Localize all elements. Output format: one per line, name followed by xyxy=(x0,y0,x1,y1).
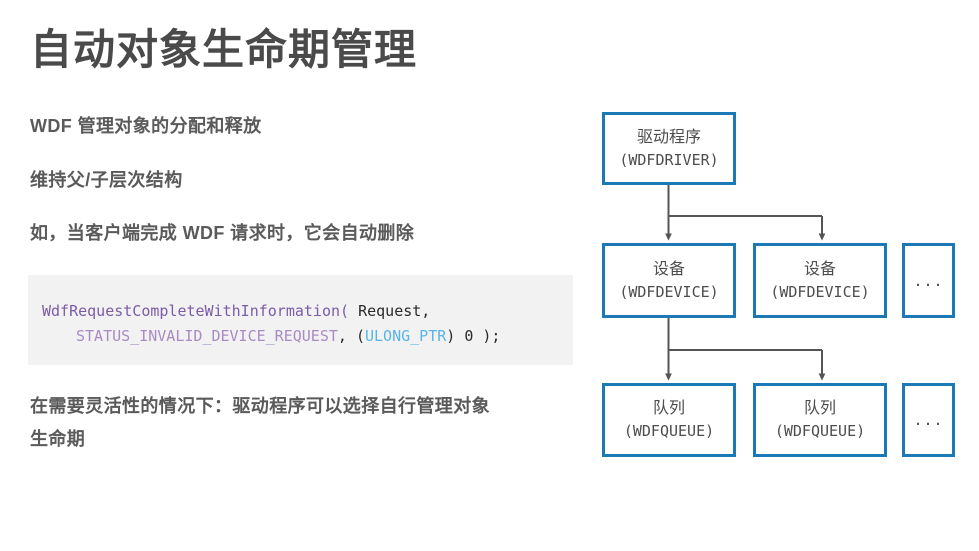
code-token-function: WdfRequestCompleteWithInformation( xyxy=(42,302,350,320)
node-wdfqueue-2[interactable]: 队列 (WDFQUEUE) xyxy=(753,383,887,457)
ellipsis-label: ... xyxy=(913,271,944,290)
node-label-en: (WDFDRIVER) xyxy=(619,150,719,169)
node-label-en: (WDFDEVICE) xyxy=(619,282,719,301)
code-block: WdfRequestCompleteWithInformation( Reque… xyxy=(28,275,573,365)
code-token-tail: ) 0 ); xyxy=(446,327,501,345)
page-title: 自动对象生命期管理 xyxy=(30,26,418,73)
code-token-comma: , ( xyxy=(337,327,365,345)
bullet-item-3: 如，当客户端完成 WDF 请求时，它会自动删除 xyxy=(30,223,415,243)
node-label-zh: 队列 xyxy=(652,400,685,417)
node-label-en: (WDFQUEUE) xyxy=(623,422,715,440)
code-token-type: ULONG_PTR xyxy=(365,327,447,345)
node-label-zh: 设备 xyxy=(803,260,836,278)
node-wdfdevice-2[interactable]: 设备 (WDFDEVICE) xyxy=(753,243,887,318)
node-label-en: (WDFQUEUE) xyxy=(774,422,866,440)
node-label-zh: 队列 xyxy=(803,400,836,417)
node-wdfqueue-1[interactable]: 队列 (WDFQUEUE) xyxy=(602,383,736,457)
node-label-en: (WDFDEVICE) xyxy=(770,282,870,301)
bullet-item-2: 维持父/子层次结构 xyxy=(30,170,183,190)
footer-line-2: 生命期 xyxy=(30,429,86,449)
node-label-zh: 设备 xyxy=(652,260,685,278)
bullet-item-1: WDF 管理对象的分配和释放 xyxy=(30,116,262,136)
node-label-zh: 驱动程序 xyxy=(636,128,701,146)
footer-line-1: 在需要灵活性的情况下：驱动程序可以选择自行管理对象 xyxy=(30,396,490,416)
ellipsis-label: ... xyxy=(913,411,944,429)
node-wdfqueue-more[interactable]: ... xyxy=(902,383,955,457)
code-token-constant: STATUS_INVALID_DEVICE_REQUEST xyxy=(76,327,338,345)
code-text: WdfRequestCompleteWithInformation( Reque… xyxy=(42,299,500,349)
node-wdfdriver[interactable]: 驱动程序 (WDFDRIVER) xyxy=(602,112,736,185)
code-token-arg: Request, xyxy=(349,302,431,320)
node-wdfdevice-more[interactable]: ... xyxy=(902,243,955,318)
node-wdfdevice-1[interactable]: 设备 (WDFDEVICE) xyxy=(602,243,736,318)
